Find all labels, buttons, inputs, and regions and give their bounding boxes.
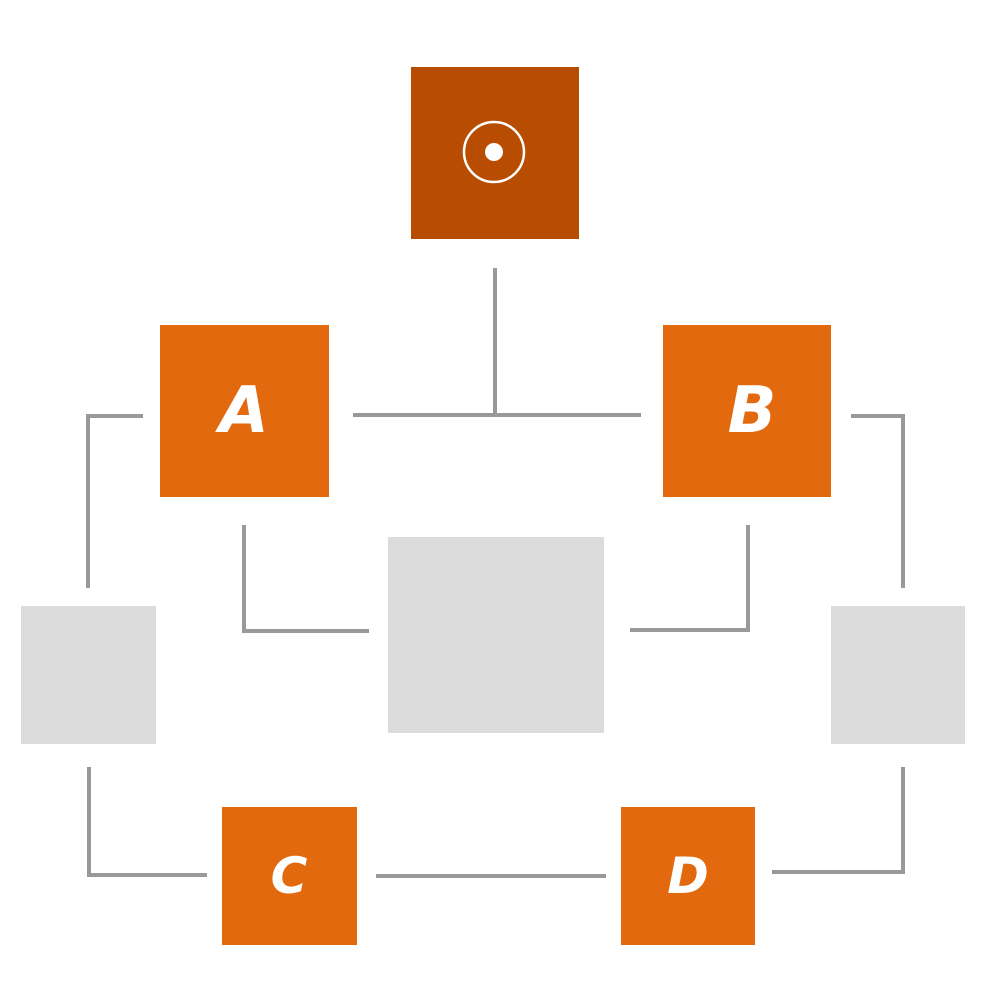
- connector-right-d: [772, 767, 905, 874]
- node-b-label: B: [728, 374, 777, 448]
- connector-left-c: [87, 767, 207, 877]
- connector-b-center: [630, 525, 750, 632]
- connector-a-left: [86, 414, 143, 588]
- connector-b-right: [851, 414, 905, 588]
- placeholder-node-right: [831, 606, 965, 744]
- connector-lines: [86, 268, 905, 878]
- root-node[interactable]: [411, 67, 579, 239]
- node-a[interactable]: A: [160, 325, 329, 497]
- connector-a-center: [242, 525, 369, 633]
- placeholder-node-center: [388, 537, 604, 733]
- node-b[interactable]: B: [663, 325, 831, 497]
- node-a-box: [160, 325, 329, 497]
- node-a-label: A: [214, 374, 269, 448]
- node-c-box: [222, 807, 357, 945]
- placeholder-node-left: [21, 606, 156, 744]
- node-d[interactable]: D: [621, 807, 755, 945]
- node-c[interactable]: C: [222, 807, 357, 945]
- node-d-label: D: [667, 847, 709, 905]
- node-d-box: [621, 807, 755, 945]
- node-b-box: [663, 325, 831, 497]
- node-c-label: C: [271, 847, 308, 905]
- target-icon: [462, 120, 526, 184]
